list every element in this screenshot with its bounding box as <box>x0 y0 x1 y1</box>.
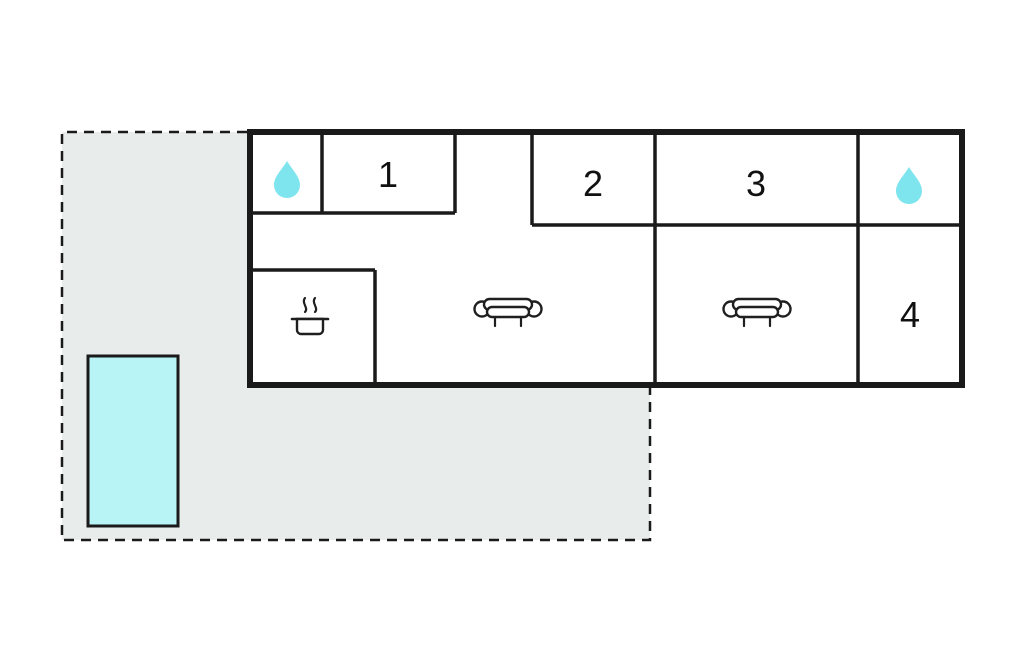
room-4-label: 4 <box>900 294 920 335</box>
terrace-area <box>62 132 650 540</box>
pool <box>86 354 180 528</box>
sofa-icon <box>722 297 792 328</box>
room-3-label: 3 <box>746 163 766 204</box>
room-1-label: 1 <box>378 154 398 195</box>
interior-walls <box>250 132 962 385</box>
sofa-icon <box>473 297 543 328</box>
water-droplet-icon <box>896 167 922 204</box>
steaming-pot-icon <box>290 296 330 336</box>
building-outline <box>247 129 965 388</box>
water-droplet-icon <box>274 161 300 198</box>
room-2-label: 2 <box>583 163 603 204</box>
terrace-dashed-border <box>60 130 652 542</box>
